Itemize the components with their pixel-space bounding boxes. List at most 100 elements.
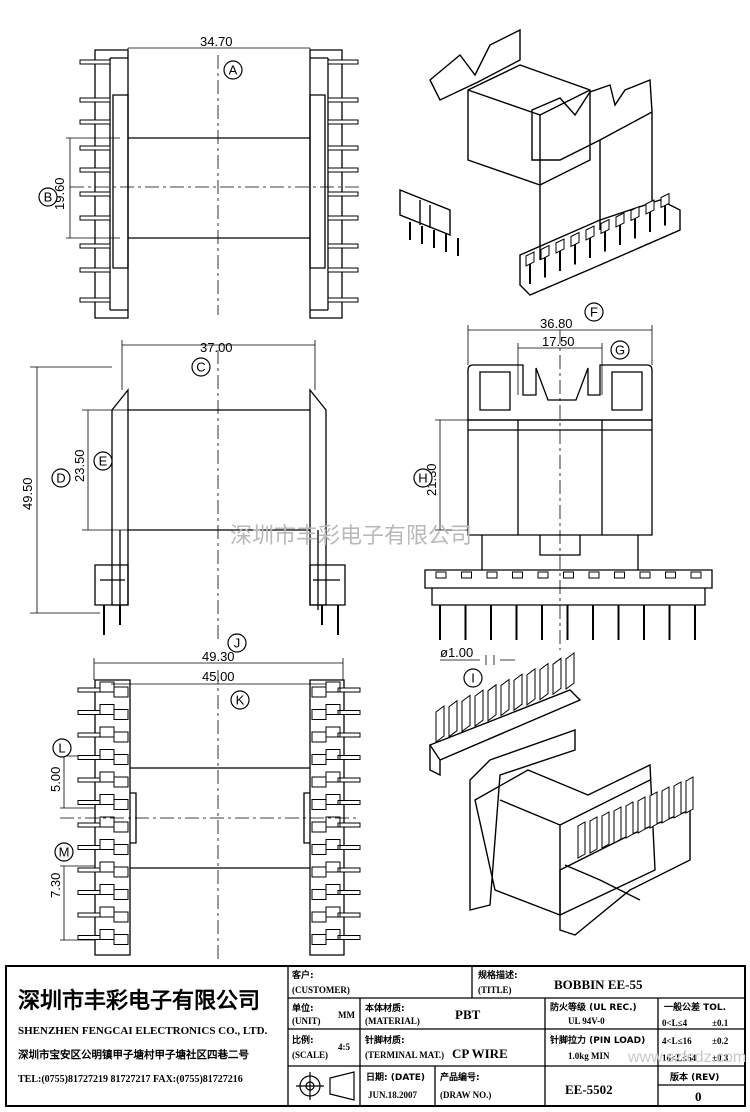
drawno-label-cn: 产品编号:: [440, 1071, 480, 1083]
material-label-cn: 本体材质:: [365, 1002, 405, 1014]
pin: [79, 97, 111, 103]
date-label: 日期: (DATE): [366, 1071, 425, 1083]
side-view: [30, 340, 346, 640]
brick: [311, 709, 327, 720]
dim-a-value: 34.70: [200, 34, 233, 49]
pin: [337, 732, 361, 738]
pin-slot: [435, 571, 447, 579]
brick: [113, 911, 129, 923]
watermark: 深圳市丰彩电子有限公司: [230, 524, 472, 549]
pin-post: [685, 776, 694, 814]
pin: [79, 167, 111, 173]
brick: [311, 686, 327, 698]
front-view-pins: [435, 571, 702, 640]
dim-f-value: 36.80: [540, 316, 573, 331]
pin-post: [585, 225, 595, 241]
brick: [325, 794, 341, 805]
pin: [337, 755, 361, 760]
pin: [327, 191, 359, 197]
brick: [99, 816, 115, 828]
brick: [325, 906, 341, 918]
callout-bubble: [230, 690, 250, 710]
brick: [325, 929, 341, 940]
pin-slot: [486, 571, 498, 579]
pin: [337, 845, 361, 850]
brick: [99, 749, 115, 760]
pin: [327, 243, 359, 249]
iso-upper-pins: [409, 192, 670, 284]
brick: [99, 884, 115, 895]
unit-label-en: (UNIT): [292, 1016, 321, 1026]
terminal-label-en: (TERMINAL MAT.): [365, 1050, 444, 1060]
pin-load-label: 针脚拉力 (PIN LOAD): [550, 1034, 645, 1046]
pin: [337, 687, 361, 693]
top-view: [66, 47, 360, 319]
callout-letter: K: [236, 693, 245, 708]
callout-letter: L: [58, 741, 65, 756]
unit-value: MM: [338, 1010, 355, 1020]
pin: [77, 800, 101, 805]
pin: [79, 243, 111, 249]
brick: [325, 681, 341, 693]
material-value: PBT: [455, 1007, 481, 1022]
pin-post: [500, 678, 510, 717]
callout-bubble: [51, 468, 71, 488]
pin-post: [637, 796, 646, 834]
pin: [77, 777, 101, 783]
pin: [79, 59, 111, 65]
isometric-view-upper: [399, 28, 681, 296]
flame-label: 防火等级 (UL REC.): [550, 1001, 637, 1013]
pin: [77, 890, 101, 895]
unit-label-cn: 单位:: [292, 1002, 314, 1014]
brick: [325, 884, 341, 895]
brick: [311, 821, 327, 833]
flame-value: UL 94V-0: [568, 1016, 605, 1026]
pin-slot: [690, 571, 702, 579]
brick: [99, 681, 115, 693]
pin: [337, 800, 361, 805]
pin-post: [601, 811, 610, 849]
pin: [337, 777, 361, 783]
brick: [99, 771, 115, 783]
pin-post: [660, 192, 670, 209]
scale-value: 4:5: [338, 1042, 350, 1052]
pin-slot: [614, 571, 625, 579]
dim-i-value: ø1.00: [440, 645, 473, 660]
dim-m-value: 7.30: [48, 873, 63, 898]
tol-value-1: ±0.1: [712, 1018, 729, 1028]
brick: [99, 704, 115, 715]
pin-slot: [665, 571, 676, 579]
pin-post: [555, 238, 565, 254]
brick: [113, 686, 129, 698]
scale-label-cn: 比例:: [292, 1034, 314, 1046]
callout-letter: A: [229, 63, 238, 78]
callout-bubble: [610, 340, 630, 360]
pin: [77, 732, 101, 738]
callout-bubble: [413, 468, 433, 488]
terminal-label-cn: 针脚材质:: [365, 1034, 405, 1046]
brick: [113, 731, 129, 743]
brick: [113, 776, 129, 788]
callout-letter: F: [590, 305, 598, 320]
callout-bubble: [93, 451, 113, 471]
pin: [327, 119, 359, 125]
dim-d-value: 49.50: [20, 477, 35, 510]
pin: [77, 822, 101, 828]
callout-letter: G: [615, 343, 625, 358]
tol-range-1: 0<L≤4: [662, 1018, 688, 1028]
pin: [327, 267, 359, 273]
company-contact: TEL:(0755)81727219 81727217 FAX:(0755)81…: [18, 1074, 243, 1085]
top-view-pins: [79, 59, 359, 303]
pin-post: [589, 816, 598, 854]
tol-value-2: ±0.2: [712, 1036, 729, 1046]
pin: [337, 867, 361, 873]
brick: [325, 771, 341, 783]
pin-post: [487, 683, 497, 722]
brick: [311, 911, 327, 923]
rev-value: 0: [695, 1089, 702, 1104]
date-value: JUN.18.2007: [368, 1090, 417, 1100]
callout-letter: J: [234, 636, 241, 651]
title-label-en: (TITLE): [478, 985, 512, 995]
